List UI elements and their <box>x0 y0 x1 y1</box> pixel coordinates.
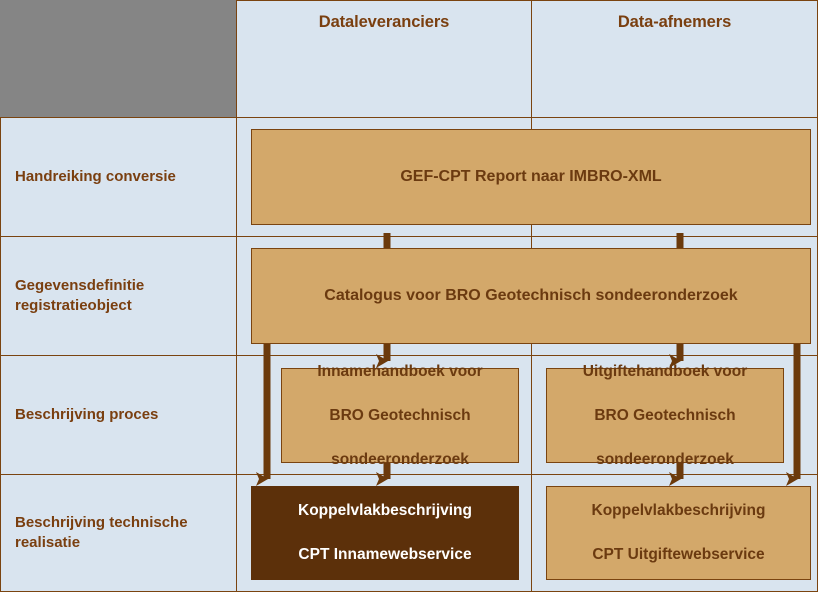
row-header-label: Gegevensdefinitie registratieobject <box>1 237 236 355</box>
box-label-line2: BRO Geotechnisch <box>329 406 471 424</box>
box-label: Koppelvlakbeschrijving CPT Uitgiftewebse… <box>576 500 782 566</box>
column-header-data-afnemers: Data-afnemers <box>531 0 818 118</box>
box-label-line2: CPT Uitgiftewebservice <box>592 546 765 563</box>
box-label: GEF-CPT Report naar IMBRO-XML <box>400 167 662 185</box>
grid-corner-cell <box>0 0 237 118</box>
box-koppelvlak-innamewebservice[interactable]: Koppelvlakbeschrijving CPT Innamewebserv… <box>251 486 519 580</box>
box-uitgiftehandboek[interactable]: Uitgiftehandboek voor BRO Geotechnisch s… <box>546 363 784 468</box>
row-header-beschrijving-proces: Beschrijving proces <box>0 355 237 475</box>
box-gef-cpt-report[interactable]: GEF-CPT Report naar IMBRO-XML <box>251 129 811 225</box>
box-koppelvlak-uitgiftewebservice[interactable]: Koppelvlakbeschrijving CPT Uitgiftewebse… <box>546 486 811 580</box>
box-label: Koppelvlakbeschrijving CPT Innamewebserv… <box>282 500 488 566</box>
box-label: Catalogus voor BRO Geotechnisch sondeero… <box>324 286 738 304</box>
column-header-label: Data-afnemers <box>617 13 732 31</box>
column-header-dataleveranciers: Dataleveranciers <box>236 0 532 118</box>
row-header-handreiking-conversie: Handreiking conversie <box>0 117 237 237</box>
row-header-label: Handreiking conversie <box>15 167 176 185</box>
box-label: Uitgiftehandboek voor BRO Geotechnisch s… <box>567 361 763 471</box>
box-label-line3: sondeeronderzoek <box>596 450 734 468</box>
column-header-label: Dataleveranciers <box>318 13 450 31</box>
row-header-label: Beschrijving proces <box>15 405 159 423</box>
box-label-line1: Koppelvlakbeschrijving <box>591 502 766 519</box>
box-label-line1: Uitgiftehandboek voor <box>582 362 748 380</box>
row-header-technische-realisatie: Beschrijving technische realisatie <box>0 474 237 592</box>
box-label-line2: CPT Innamewebservice <box>298 546 472 563</box>
row-header-label: Beschrijving technische realisatie <box>15 513 188 551</box>
box-catalogus[interactable]: Catalogus voor BRO Geotechnisch sondeero… <box>251 248 811 344</box>
box-label-line3: sondeeronderzoek <box>331 450 469 468</box>
box-label: Innamehandboek voor BRO Geotechnisch son… <box>301 361 498 471</box>
box-label-line1: Innamehandboek voor <box>317 362 483 380</box>
row-header-gegevensdefinitie: Gegevensdefinitie registratieobject <box>0 236 237 356</box>
box-label-line1: Koppelvlakbeschrijving <box>298 502 472 519</box>
row-header-line1: Gegevensdefinitie registratieobject <box>15 276 145 314</box>
box-innamehandboek[interactable]: Innamehandboek voor BRO Geotechnisch son… <box>281 363 519 468</box>
box-label-line2: BRO Geotechnisch <box>594 406 736 424</box>
